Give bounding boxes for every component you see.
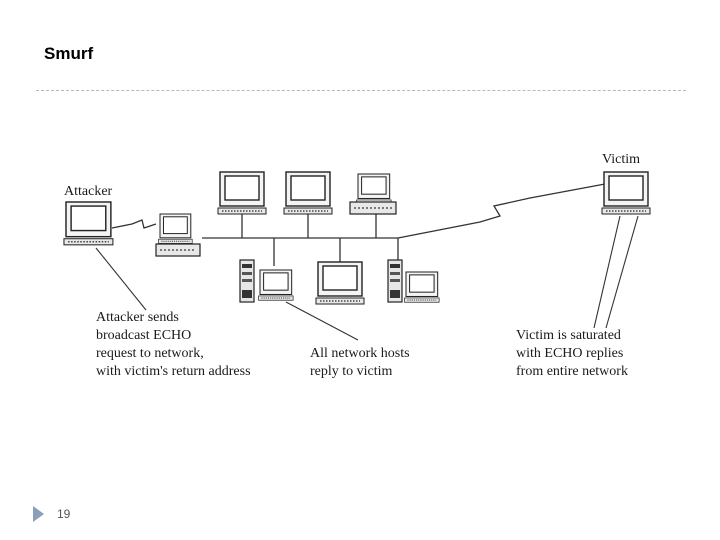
hosts-desc-line: reply to victim xyxy=(310,364,393,379)
victim-label: Victim xyxy=(602,152,640,167)
attacker-label: Attacker xyxy=(64,184,113,199)
slide-title: Smurf xyxy=(44,44,94,63)
footer-arrow-icon xyxy=(33,506,44,522)
victim-computer xyxy=(601,171,651,215)
attacker-description: Attacker sends broadcast ECHO request to… xyxy=(96,310,251,379)
host-computer-bottom xyxy=(315,261,365,305)
attacker-desc-line: broadcast ECHO xyxy=(96,328,191,343)
attacker-computer xyxy=(63,201,114,246)
victim-description: Victim is saturated with ECHO replies fr… xyxy=(516,328,628,379)
smurf-network-diagram: Attacker Victim Attacker sends broadcast… xyxy=(63,152,651,379)
victim-desc-line: Victim is saturated xyxy=(516,328,621,343)
victim-desc-line: with ECHO replies xyxy=(516,346,623,361)
victim-desc-line: from entire network xyxy=(516,364,628,379)
page-number: 19 xyxy=(57,507,71,521)
host-computer-top xyxy=(349,173,397,215)
attacker-desc-line: with victim's return address xyxy=(96,364,251,379)
hosts-desc-line: All network hosts xyxy=(310,346,410,361)
title-divider xyxy=(36,90,686,91)
network-wires xyxy=(111,183,606,266)
host-computer-bottom xyxy=(239,259,294,303)
callout-lines xyxy=(95,215,639,341)
attacker-desc-line: request to network, xyxy=(96,346,204,361)
gateway-computer xyxy=(155,213,201,257)
attacker-desc-line: Attacker sends xyxy=(96,310,179,325)
hosts-description: All network hosts reply to victim xyxy=(310,346,410,379)
host-computer-top xyxy=(217,171,267,215)
host-computer-top xyxy=(283,171,333,215)
host-computer-bottom xyxy=(387,259,440,303)
